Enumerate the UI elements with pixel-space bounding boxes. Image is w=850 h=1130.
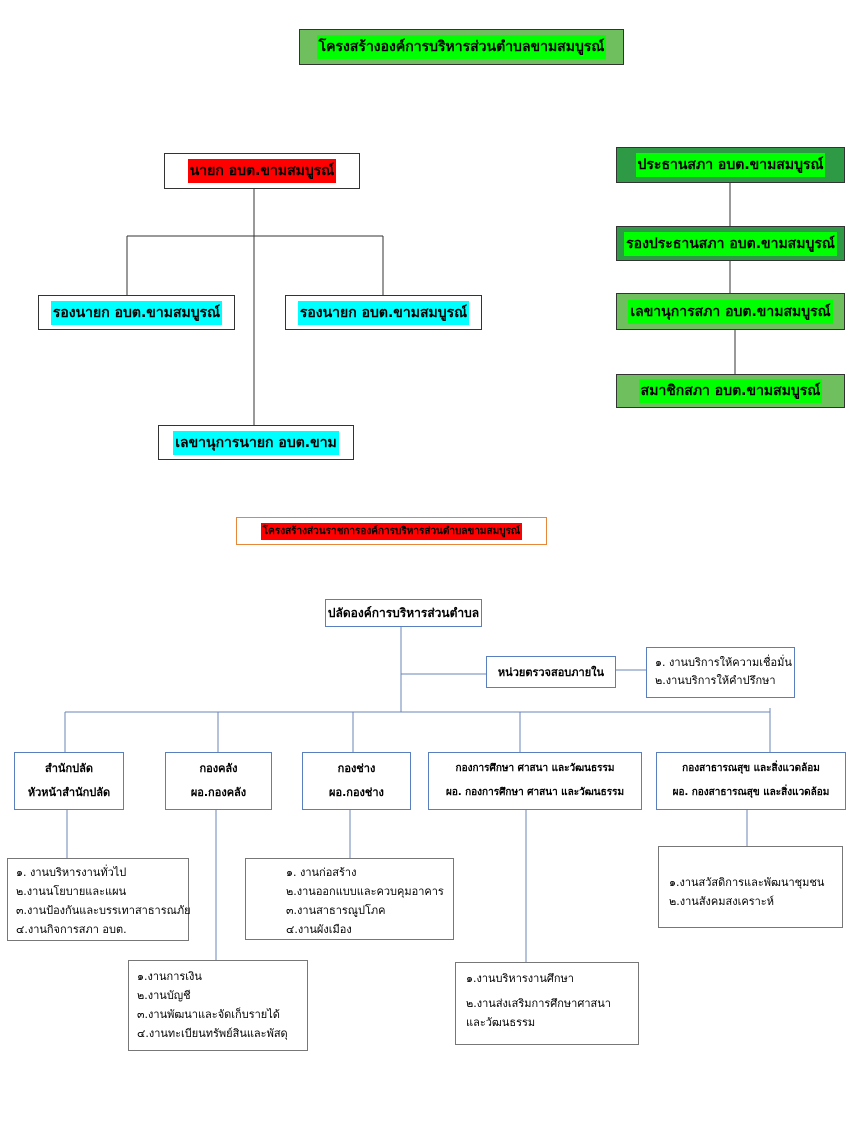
dept-health-head: ผอ. กองสาธารณสุข และสิ่งแวดล้อม <box>672 787 830 798</box>
list-item: ๑.งานบริหารงานศึกษา <box>466 972 574 985</box>
list-item: ๓.งานป้องกันและบรรเทาสาธารณภัย <box>16 904 191 917</box>
health-tasks-box: ๑.งานสวัสดิการและพัฒนาชุมชน ๒.งานสังคมสง… <box>658 846 843 928</box>
list-item: ๔.งานผังเมือง <box>286 923 352 936</box>
dept-finance-head: ผอ.กองคลัง <box>190 786 247 799</box>
dept-office-box: สำนักปลัด หัวหน้าสำนักปลัด <box>14 752 124 810</box>
deputy-mayor-left-box: รองนายก อบต.ขามสมบูรณ์ <box>38 295 235 330</box>
council-vice-president-label: รองประธานสภา อบต.ขามสมบูรณ์ <box>624 231 837 256</box>
dept-office-name: สำนักปลัด <box>45 762 93 775</box>
subtitle: โครงสร้างส่วนราชการองค์การบริหารส่วนตำบล… <box>260 522 523 540</box>
finance-tasks-box: ๑.งานการเงิน ๒.งานบัญชี ๓.งานพัฒนาและจัด… <box>128 960 308 1051</box>
audit-label: หน่วยตรวจสอบภายใน <box>497 666 605 679</box>
list-item: ๒.งานส่งเสริมการศึกษาศาสนา <box>466 997 611 1010</box>
dept-health-name: กองสาธารณสุข และสิ่งแวดล้อม <box>682 763 820 774</box>
list-item: ๒.งานสังคมสงเคราะห์ <box>669 895 774 908</box>
subtitle-box: โครงสร้างส่วนราชการองค์การบริหารส่วนตำบล… <box>236 517 547 545</box>
list-item: และวัฒนธรรม <box>466 1016 536 1029</box>
deputy-mayor-left-label: รองนายก อบต.ขามสมบูรณ์ <box>50 300 223 325</box>
council-vice-president-box: รองประธานสภา อบต.ขามสมบูรณ์ <box>616 226 845 261</box>
deputy-mayor-right-label: รองนายก อบต.ขามสมบูรณ์ <box>297 300 470 325</box>
list-item: ๒.งานบริการให้คำปรึกษา <box>655 674 776 687</box>
mayor-secretary-box: เลขานุการนายก อบต.ขาม <box>158 425 354 460</box>
dept-finance-box: กองคลัง ผอ.กองคลัง <box>165 752 272 810</box>
main-title-box: โครงสร้างองค์การบริหารส่วนตำบลขามสมบูรณ์ <box>299 29 624 65</box>
list-item: ๒.งานออกแบบและควบคุมอาคาร <box>286 885 444 898</box>
council-members-label: สมาชิกสภา อบต.ขามสมบูรณ์ <box>638 379 823 403</box>
office-tasks-box: ๑. งานบริหารงานทั่วไป ๒.งานนโยบายและแผน … <box>7 858 191 941</box>
education-tasks-box: ๑.งานบริหารงานศึกษา ๒.งานส่งเสริมการศึกษ… <box>455 962 639 1045</box>
mayor-label: นายก อบต.ขามสมบูรณ์ <box>187 159 337 183</box>
dept-engineering-box: กองช่าง ผอ.กองช่าง <box>302 752 411 810</box>
dept-education-head: ผอ. กองการศึกษา ศาสนา และวัฒนธรรม <box>445 787 625 798</box>
audit-box: หน่วยตรวจสอบภายใน <box>486 656 616 688</box>
list-item: ๓.งานสาธารณูปโภค <box>286 904 386 917</box>
council-members-box: สมาชิกสภา อบต.ขามสมบูรณ์ <box>616 374 845 408</box>
main-title: โครงสร้างองค์การบริหารส่วนตำบลขามสมบูรณ์ <box>316 35 607 59</box>
audit-tasks-box: ๑. งานบริการให้ความเชื่อมั่น ๒.งานบริการ… <box>646 647 795 698</box>
dept-education-box: กองการศึกษา ศาสนา และวัฒนธรรม ผอ. กองการ… <box>428 752 642 810</box>
list-item: ๔.งานกิจการสภา อบต. <box>16 923 127 936</box>
list-item: ๒.งานนโยบายและแผน <box>16 885 127 898</box>
list-item: ๑. งานบริการให้ความเชื่อมั่น <box>655 656 792 669</box>
dept-finance-name: กองคลัง <box>199 762 238 775</box>
list-item: ๑. งานก่อสร้าง <box>286 866 357 879</box>
council-president-box: ประธานสภา อบต.ขามสมบูรณ์ <box>616 147 845 183</box>
council-secretary-box: เลขานุการสภา อบต.ขามสมบูรณ์ <box>616 293 845 330</box>
dept-engineering-name: กองช่าง <box>337 762 376 775</box>
list-item: ๑.งานการเงิน <box>137 970 202 983</box>
list-item: ๓.งานพัฒนาและจัดเก็บรายได้ <box>137 1008 280 1021</box>
council-secretary-label: เลขานุการสภา อบต.ขามสมบูรณ์ <box>628 299 833 324</box>
admin-head-box: ปลัดองค์การบริหารส่วนตำบล <box>325 599 482 627</box>
dept-office-head: หัวหน้าสำนักปลัด <box>27 786 111 799</box>
dept-education-name: กองการศึกษา ศาสนา และวัฒนธรรม <box>455 763 615 774</box>
dept-engineering-head: ผอ.กองช่าง <box>329 786 384 799</box>
list-item: ๑.งานสวัสดิการและพัฒนาชุมชน <box>669 876 825 889</box>
dept-health-box: กองสาธารณสุข และสิ่งแวดล้อม ผอ. กองสาธาร… <box>656 752 846 810</box>
list-item: ๑. งานบริหารงานทั่วไป <box>16 866 127 879</box>
mayor-box: นายก อบต.ขามสมบูรณ์ <box>164 153 360 189</box>
council-president-label: ประธานสภา อบต.ขามสมบูรณ์ <box>635 153 826 177</box>
list-item: ๒.งานบัญชี <box>137 989 191 1002</box>
deputy-mayor-right-box: รองนายก อบต.ขามสมบูรณ์ <box>285 295 482 330</box>
list-item: ๔.งานทะเบียนทรัพย์สินและพัสดุ <box>137 1027 288 1040</box>
mayor-secretary-label: เลขานุการนายก อบต.ขาม <box>173 430 339 455</box>
engineering-tasks-box: ๑. งานก่อสร้าง ๒.งานออกแบบและควบคุมอาคาร… <box>245 858 454 940</box>
admin-head-label: ปลัดองค์การบริหารส่วนตำบล <box>327 605 480 620</box>
